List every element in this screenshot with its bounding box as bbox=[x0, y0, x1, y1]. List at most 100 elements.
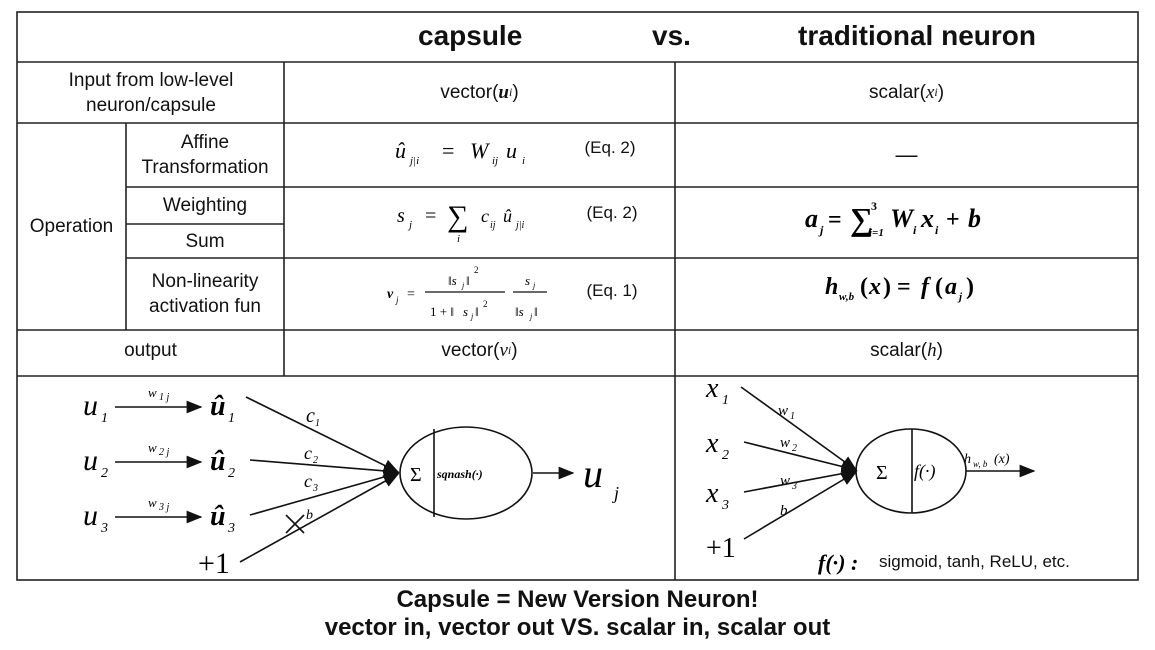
footer-subtitle: vector in, vector out VS. scalar in, sca… bbox=[324, 614, 831, 641]
svg-text:(: ( bbox=[860, 274, 868, 300]
output-traditional-prefix: scalar( bbox=[870, 339, 928, 361]
svg-text:a: a bbox=[945, 274, 957, 300]
svg-text:u: u bbox=[506, 138, 517, 163]
svg-text:+: + bbox=[946, 207, 960, 233]
svg-text:2: 2 bbox=[474, 265, 479, 275]
svg-text:x: x bbox=[705, 428, 719, 459]
output-traditional-cell: scalar(h) bbox=[870, 339, 943, 361]
squash-equation: v j = ‖s j ‖ 2 1 + ‖ s j ‖ 2 s j ‖s j ‖ bbox=[387, 265, 547, 321]
svg-text:f(·): f(·) bbox=[914, 461, 936, 482]
svg-text:s: s bbox=[397, 205, 405, 227]
output-capsule-var: v bbox=[499, 339, 508, 361]
svg-text:j: j bbox=[532, 281, 536, 290]
svg-text:‖: ‖ bbox=[534, 304, 538, 319]
svg-text:w: w bbox=[148, 495, 157, 510]
svg-text:u: u bbox=[83, 444, 98, 477]
svg-text:u: u bbox=[83, 499, 98, 532]
svg-text:û: û bbox=[210, 501, 226, 532]
svg-text:b: b bbox=[968, 204, 981, 233]
svg-text:x: x bbox=[705, 478, 719, 509]
svg-text:b: b bbox=[306, 508, 313, 523]
svg-text:j: j bbox=[461, 281, 465, 290]
svg-text:1: 1 bbox=[722, 393, 729, 408]
svg-text:‖s: ‖s bbox=[448, 273, 457, 288]
svg-text:2: 2 bbox=[722, 448, 729, 463]
svg-text:j: j bbox=[612, 483, 619, 503]
svg-text:=: = bbox=[407, 287, 415, 302]
svg-text:2: 2 bbox=[313, 455, 318, 466]
svg-text:a: a bbox=[805, 204, 818, 233]
svg-text:j|i: j|i bbox=[514, 220, 525, 231]
svg-text:i: i bbox=[457, 233, 460, 245]
svg-text:c: c bbox=[306, 405, 315, 427]
input-traditional-sub: i bbox=[934, 85, 938, 99]
svg-text:3: 3 bbox=[227, 521, 235, 536]
svg-text:w,b: w,b bbox=[839, 291, 855, 303]
svg-text:1: 1 bbox=[101, 411, 108, 426]
svg-text:w: w bbox=[778, 403, 788, 419]
svg-text:j: j bbox=[470, 312, 474, 321]
row-label-operation: Operation bbox=[29, 216, 114, 237]
footer-title: Capsule = New Version Neuron! bbox=[396, 586, 759, 613]
svg-text:s: s bbox=[463, 304, 468, 319]
input-traditional-prefix: scalar( bbox=[868, 82, 926, 103]
svg-text:û: û bbox=[210, 391, 226, 422]
svg-text:1: 1 bbox=[315, 418, 320, 429]
svg-text:u: u bbox=[583, 451, 603, 496]
svg-text:W: W bbox=[470, 138, 490, 163]
svg-text:f: f bbox=[921, 274, 931, 300]
output-traditional-var: h bbox=[927, 339, 937, 361]
svg-text:x: x bbox=[705, 377, 719, 404]
svg-text:i=1: i=1 bbox=[869, 227, 884, 239]
row-label-input: Input from low-level neuron/capsule bbox=[68, 70, 234, 116]
svg-text:w: w bbox=[148, 440, 157, 455]
svg-text:h: h bbox=[964, 452, 971, 467]
svg-text:2: 2 bbox=[792, 443, 797, 454]
svg-text:w: w bbox=[780, 435, 790, 451]
svg-text:1 + ‖: 1 + ‖ bbox=[430, 304, 454, 319]
input-traditional-var: x bbox=[925, 82, 935, 103]
svg-text:3 j: 3 j bbox=[158, 502, 170, 513]
svg-text:i: i bbox=[935, 223, 939, 237]
svg-text:∑: ∑ bbox=[447, 200, 468, 233]
svg-text:ij: ij bbox=[490, 220, 496, 231]
svg-text:ij: ij bbox=[492, 155, 498, 167]
svg-text:c: c bbox=[304, 443, 312, 463]
row-label-output: output bbox=[124, 339, 177, 361]
svg-text:w: w bbox=[148, 385, 157, 400]
op-sum-label: Sum bbox=[185, 230, 225, 252]
svg-text:∑: ∑ bbox=[850, 201, 873, 237]
svg-text:3: 3 bbox=[721, 498, 729, 513]
svg-text:f(·) :: f(·) : bbox=[818, 550, 858, 575]
svg-text:2: 2 bbox=[483, 299, 488, 309]
activation-functions-note: sigmoid, tanh, ReLU, etc. bbox=[879, 552, 1070, 571]
svg-text:=: = bbox=[442, 138, 454, 163]
svg-text:3: 3 bbox=[312, 483, 318, 494]
svg-text:) =: ) = bbox=[883, 274, 911, 300]
svg-text:c: c bbox=[481, 206, 489, 226]
svg-text:c: c bbox=[304, 471, 312, 491]
svg-text:w, b: w, b bbox=[973, 459, 988, 469]
header-vs: vs. bbox=[652, 20, 691, 51]
svg-text:‖: ‖ bbox=[466, 273, 470, 288]
traditional-activation-equation: h w,b ( x ) = f ( a j ) bbox=[825, 274, 974, 303]
svg-text:i: i bbox=[522, 155, 525, 167]
input-capsule-var: u bbox=[498, 82, 509, 103]
svg-text:(x): (x) bbox=[994, 452, 1010, 467]
svg-text:x: x bbox=[920, 204, 934, 233]
svg-text:s: s bbox=[525, 273, 530, 288]
header-traditional-neuron: traditional neuron bbox=[798, 20, 1036, 51]
svg-text:û: û bbox=[210, 446, 226, 477]
affine-equation: û j|i = W ij u i bbox=[395, 138, 525, 167]
svg-text:b: b bbox=[780, 503, 788, 519]
svg-text:=: = bbox=[425, 205, 436, 227]
svg-text:j|i: j|i bbox=[408, 155, 419, 167]
svg-text:i: i bbox=[913, 223, 917, 237]
svg-text:‖: ‖ bbox=[475, 304, 479, 319]
svg-text:2 j: 2 j bbox=[159, 447, 170, 458]
output-capsule-sub: i bbox=[507, 342, 512, 357]
affine-eq-tag: (Eq. 2) bbox=[584, 138, 636, 157]
